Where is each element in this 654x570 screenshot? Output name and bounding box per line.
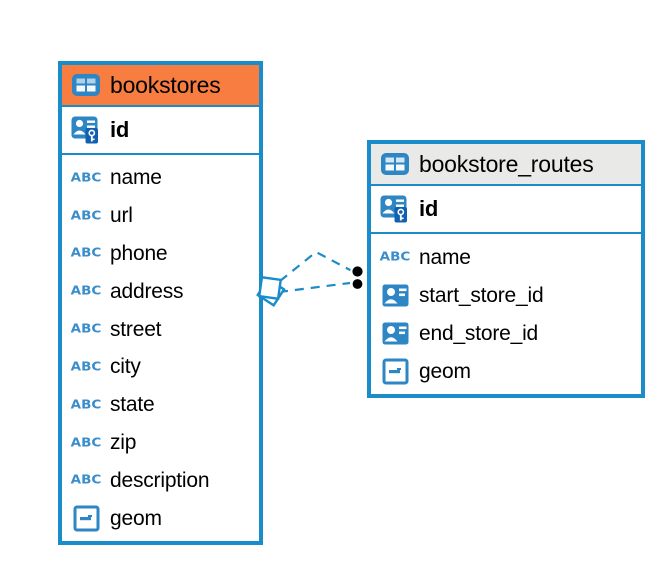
column-name: start_store_id [419, 283, 544, 307]
connection-dot-start-store[interactable] [350, 264, 365, 279]
foreign-key-icon [379, 322, 411, 345]
text-type-icon: ABC [70, 246, 102, 261]
column-name: geom [110, 506, 162, 530]
text-type-icon: ABC [70, 397, 102, 412]
column-row-id[interactable]: id [371, 192, 641, 226]
column-name: id [419, 196, 439, 221]
column-name: url [110, 204, 133, 228]
column-row-street[interactable]: ABC street [62, 312, 259, 346]
geometry-icon [379, 358, 411, 385]
connection-dot-end-store[interactable] [350, 276, 365, 292]
text-type-icon: ABC [70, 321, 102, 337]
relationship-start-store[interactable] [279, 250, 353, 282]
column-name: name [419, 245, 471, 269]
primary-key-section: id [62, 107, 259, 155]
text-type-icon: ABC [379, 249, 411, 265]
column-name: end_store_id [419, 321, 539, 345]
column-row-name[interactable]: ABC name [62, 161, 259, 195]
column-name: street [110, 317, 162, 341]
column-row-description[interactable]: ABC description [62, 463, 259, 497]
column-row-state[interactable]: ABC state [62, 388, 259, 422]
text-type-icon: ABC [70, 473, 102, 488]
foreign-key-icon [379, 284, 411, 307]
column-name: description [110, 468, 210, 492]
text-type-icon: ABC [70, 170, 102, 186]
column-row-city[interactable]: ABC city [62, 350, 259, 384]
table-icon [379, 152, 411, 176]
geometry-icon [70, 505, 102, 532]
entity-header-bookstore-routes[interactable]: bookstore_routes [371, 144, 641, 186]
column-row-geom[interactable]: geom [62, 501, 259, 535]
entity-header-bookstores[interactable]: bookstores [62, 65, 259, 107]
relationship-line-end-store [278, 281, 351, 294]
relationship-line-start-store [279, 250, 353, 282]
many-side-diamond-marker [256, 275, 286, 307]
table-icon [70, 73, 102, 97]
primary-key-icon [70, 116, 102, 144]
column-name: name [110, 166, 162, 190]
entity-bookstore-routes[interactable]: bookstore_routes id ABC name start_store_i… [367, 140, 645, 398]
text-type-icon: ABC [70, 208, 102, 223]
column-name: zip [110, 431, 137, 454]
column-name: geom [419, 359, 471, 383]
text-type-icon: ABC [70, 284, 102, 299]
text-type-icon: ABC [70, 435, 102, 450]
entity-title: bookstore_routes [419, 150, 594, 177]
column-row-end_store_id[interactable]: end_store_id [371, 316, 641, 350]
column-name: state [110, 393, 155, 417]
column-row-zip[interactable]: ABC zip [62, 426, 259, 460]
column-row-address[interactable]: ABC address [62, 274, 259, 308]
column-row-geom[interactable]: geom [371, 354, 641, 388]
column-row-phone[interactable]: ABC phone [62, 236, 259, 270]
column-name: address [110, 279, 184, 303]
relationship-end-store[interactable] [278, 281, 351, 294]
text-type-icon: ABC [70, 359, 102, 375]
column-row-id[interactable]: id [62, 113, 259, 147]
column-row-url[interactable]: ABC url [62, 199, 259, 233]
column-name: id [110, 117, 130, 142]
column-row-name[interactable]: ABC name [371, 240, 641, 274]
column-name: phone [110, 241, 168, 265]
primary-key-section: id [371, 186, 641, 234]
primary-key-icon [379, 195, 411, 223]
column-name: city [110, 355, 141, 379]
column-row-start_store_id[interactable]: start_store_id [371, 278, 641, 312]
entity-title: bookstores [110, 71, 221, 98]
